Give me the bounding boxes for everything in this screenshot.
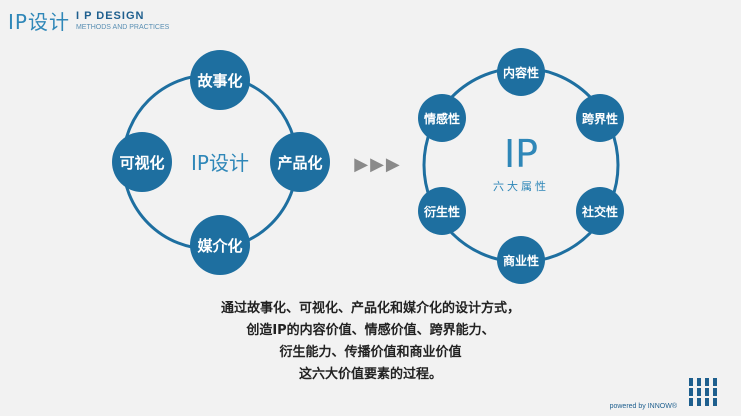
innow-logo-icon [689, 378, 717, 406]
right-node-label: 社交性 [581, 204, 618, 219]
left-node-right: 产品化 [270, 132, 330, 192]
right-node-lower-right: 社交性 [576, 187, 624, 235]
brand-logo: IP设计 I P DESIGN METHODS AND PRACTICES [8, 6, 169, 35]
right-node-label: 内容性 [503, 65, 539, 80]
logo-text: I P DESIGN METHODS AND PRACTICES [75, 9, 170, 31]
right-node-bottom: 商业性 [497, 236, 545, 284]
right-node-lower-left: 衍生性 [418, 187, 466, 235]
logo-mark: IP设计 [8, 10, 70, 34]
caption-line: 创造IP的内容价值、情感价值、跨界能力、 [246, 323, 495, 338]
left-node-left: 可视化 [112, 132, 172, 192]
right-node-top: 内容性 [497, 48, 545, 96]
flow-arrows: ▶▶▶ [354, 154, 402, 175]
caption-line: 衍生能力、传播价值和商业价值 [279, 345, 462, 360]
right-node-upper-left: 情感性 [418, 94, 466, 142]
left-node-top: 故事化 [190, 50, 250, 110]
right-node-label: 跨界性 [582, 111, 618, 126]
left-node-label: 产品化 [277, 154, 322, 172]
right-node-label: 商业性 [503, 253, 539, 268]
logo-title: I P DESIGN [75, 9, 145, 22]
powered-by-text: powered by INNOW® [609, 403, 677, 410]
logo-subtitle: METHODS AND PRACTICES [75, 23, 170, 31]
caption-line: 这六大价值要素的过程。 [298, 367, 442, 382]
left-node-label: 媒介化 [197, 237, 242, 255]
left-node-label: 故事化 [197, 72, 242, 90]
left-center-label: IP设计 [191, 151, 249, 175]
right-node-label: 衍生性 [423, 204, 460, 219]
right-center-subtitle: 六大属性 [493, 179, 549, 193]
left-node-bottom: 媒介化 [190, 215, 250, 275]
caption-line: 通过故事化、可视化、产品化和媒介化的设计方式， [220, 301, 520, 316]
right-node-label: 情感性 [424, 111, 460, 126]
left-node-label: 可视化 [119, 154, 164, 172]
caption-block: 通过故事化、可视化、产品化和媒介化的设计方式， 创造IP的内容价值、情感价值、跨… [0, 298, 741, 386]
right-node-upper-right: 跨界性 [576, 94, 624, 142]
right-center-title: IP [504, 132, 538, 176]
